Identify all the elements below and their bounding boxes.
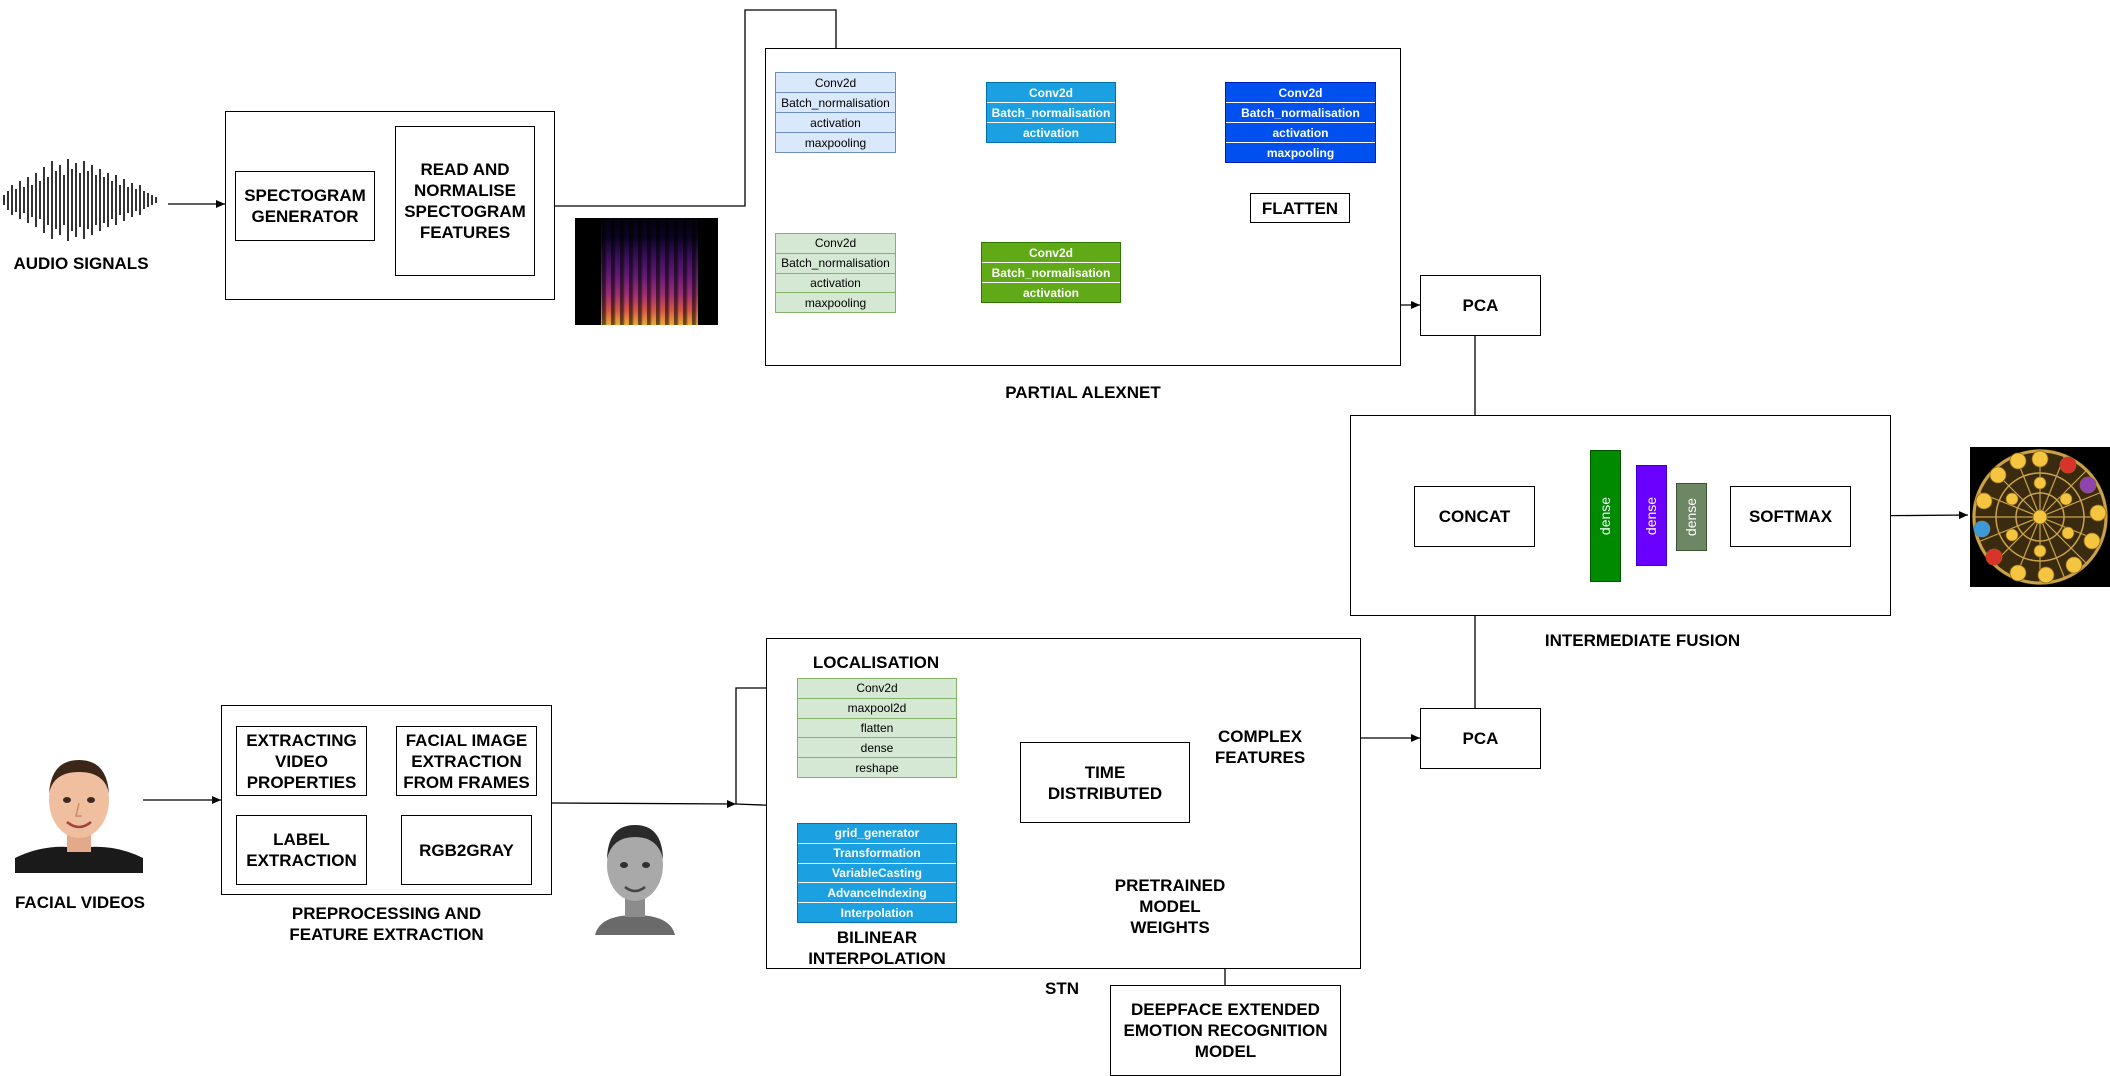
grayscale-face-image	[590, 815, 680, 935]
layer-transformation: Transformation	[798, 842, 956, 863]
arrow-read-to-alexnet	[555, 9, 840, 207]
layer-interpolation: Interpolation	[798, 902, 956, 922]
layer-batch-normalisation: Batch_normalisation	[987, 102, 1115, 122]
layer-activation: activation	[776, 272, 895, 293]
rgb2gray-box: RGB2GRAY	[401, 815, 532, 885]
dense-layer-1: dense	[1590, 450, 1621, 582]
layer-activation: activation	[982, 282, 1120, 302]
layer-batch-normalisation: Batch_normalisation	[982, 262, 1120, 282]
layer-conv2d: Conv2d	[1278, 85, 1323, 100]
layer-reshape: reshape	[798, 757, 956, 777]
stn-title: STN	[1045, 979, 1079, 998]
layer-conv2d: Conv2d	[814, 75, 857, 90]
layer-maxpool2d: maxpool2d	[798, 697, 956, 718]
audio-signals-label: AUDIO SIGNALS	[13, 254, 149, 273]
pca-bottom-box: PCA	[1420, 708, 1541, 769]
pretrained-weights-label: PRETRAINED MODEL WEIGHTS	[1114, 876, 1226, 937]
emotion-wheel-image	[1970, 447, 2110, 587]
dense-layer-3: dense	[1676, 483, 1707, 551]
layer-maxpooling: maxpooling	[776, 132, 895, 152]
spectrogram-image	[575, 218, 718, 325]
arrow-preproc-to-stn	[551, 799, 737, 808]
bilinear-interpolation-title: BILINEAR INTERPOLATION	[808, 928, 946, 968]
dense-layer-2: dense	[1636, 465, 1667, 566]
intermediate-fusion-title: INTERMEDIATE FUSION	[1544, 631, 1741, 650]
dense-layer-2-label: dense	[1643, 496, 1660, 535]
pca-top-box: PCA	[1420, 275, 1541, 336]
dense-layer-3-label: dense	[1683, 497, 1700, 537]
layer-conv2d: Conv2d	[1028, 85, 1073, 100]
layer-dense: dense	[798, 737, 956, 757]
layer-variablecasting: VariableCasting	[798, 862, 956, 883]
layer-activation: activation	[1226, 122, 1375, 142]
layer-conv2d: Conv2d	[856, 681, 898, 696]
audio-waveform-icon	[3, 159, 157, 241]
layer-flatten: flatten	[798, 717, 956, 738]
layer-batch-normalisation: Batch_normalisation	[1226, 102, 1375, 122]
layer-maxpooling: maxpooling	[1226, 142, 1375, 162]
label-extraction-box: LABEL EXTRACTION	[236, 815, 367, 885]
spectogram-generator-box: SPECTOGRAM GENERATOR	[235, 171, 375, 241]
dense-layer-1-label: dense	[1597, 496, 1614, 536]
preprocessing-title: PREPROCESSING AND FEATURE EXTRACTION	[289, 904, 484, 944]
layer-activation: activation	[776, 112, 895, 132]
layer-conv2d: Conv2d	[1028, 245, 1073, 260]
complex-features-label: COMPLEX FEATURES	[1214, 727, 1306, 767]
concat-box: CONCAT	[1414, 486, 1535, 547]
flatten-box: FLATTEN	[1250, 193, 1350, 223]
layer-advanceindexing: AdvanceIndexing	[798, 882, 956, 902]
time-distributed-box: TIME DISTRIBUTED	[1020, 742, 1190, 823]
facial-video-color-image	[15, 748, 143, 873]
localisation-title: LOCALISATION	[812, 653, 940, 672]
facial-image-extraction-box: FACIAL IMAGE EXTRACTION FROM FRAMES	[396, 726, 537, 796]
layer-maxpooling: maxpooling	[776, 292, 895, 312]
deepface-model-box: DEEPFACE EXTENDED EMOTION RECOGNITION MO…	[1110, 985, 1341, 1076]
facial-videos-label: FACIAL VIDEOS	[14, 893, 146, 912]
softmax-box: SOFTMAX	[1730, 486, 1851, 547]
layer-activation: activation	[987, 122, 1115, 142]
layer-batch-normalisation: Batch_normalisation	[776, 92, 895, 112]
layer-grid-generator: grid_generator	[834, 826, 920, 841]
read-normalise-box: READ AND NORMALISE SPECTOGRAM FEATURES	[395, 126, 535, 276]
extracting-video-properties-box: EXTRACTING VIDEO PROPERTIES	[236, 726, 367, 796]
partial-alexnet-title: PARTIAL ALEXNET	[1005, 383, 1161, 402]
layer-batch-normalisation: Batch_normalisation	[776, 252, 895, 273]
layer-conv2d: Conv2d	[814, 236, 857, 251]
